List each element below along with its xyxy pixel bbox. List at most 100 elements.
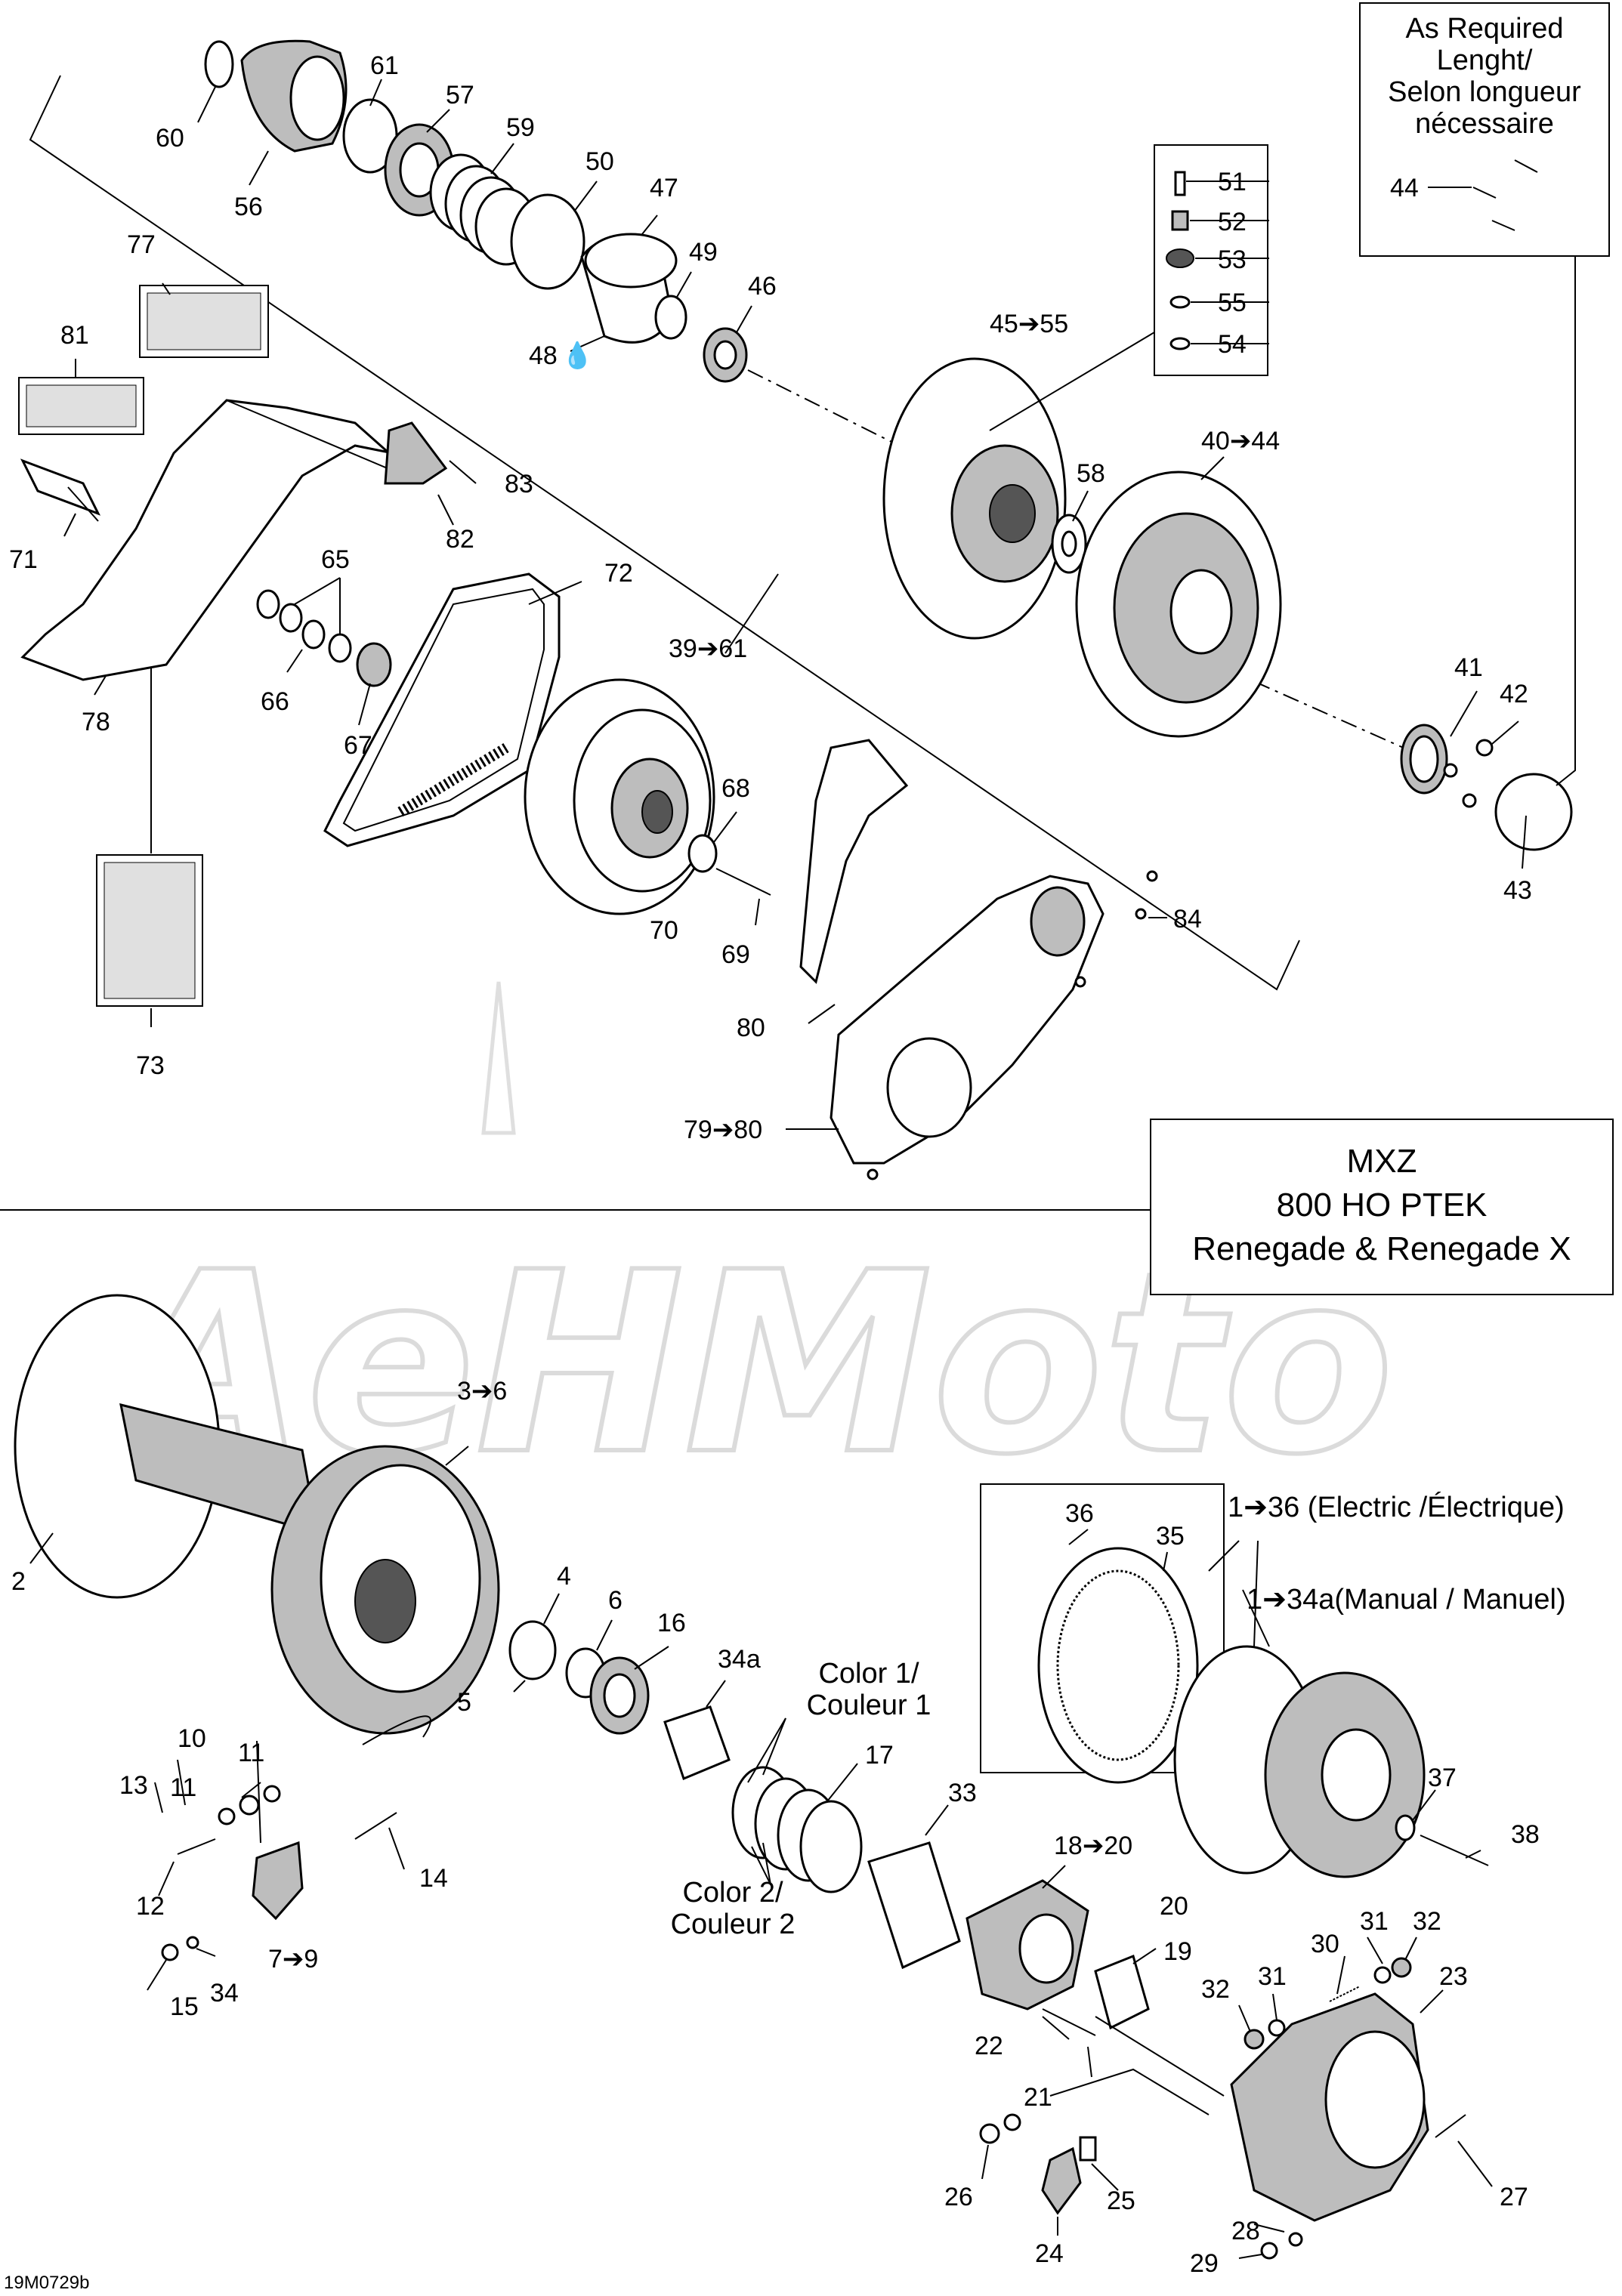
hardware-box-51-54 [1154,144,1268,376]
part-60-ring [204,40,234,88]
part-21-bolt [1042,2008,1096,2036]
label-84: 84 [1173,905,1202,934]
label-57: 57 [446,81,474,110]
part-82-bracket [384,421,448,485]
bolts-44 [1472,159,1538,231]
part-68-washer [687,834,718,873]
note-manual: 1➔34a(Manual / Manuel) [1247,1584,1566,1616]
label-56: 56 [234,193,263,221]
label-45-55: 45➔55 [990,310,1068,338]
label-50: 50 [585,147,614,176]
label-48-drop: 💧 [561,341,593,370]
length-note-line-4: nécessaire [1415,108,1554,140]
note-electric: 1➔36 (Electric /Électrique) [1228,1491,1565,1523]
part-17-spring [731,1766,863,1893]
part-42-nut [1475,739,1494,757]
length-note-line-3: Selon longueur [1388,76,1581,108]
model-line-2: 800 HO PTEK [1277,1187,1488,1224]
label-28: 28 [1231,2217,1260,2245]
label-27: 27 [1500,2183,1528,2211]
label-21: 21 [1024,2083,1052,2112]
label-73: 73 [136,1051,165,1080]
label-26: 26 [944,2183,973,2211]
part-27-bolt [1435,2114,1466,2138]
label-30: 30 [1311,1930,1339,1958]
leader-lines [29,79,1527,2259]
label-14: 14 [419,1864,448,1893]
label-35: 35 [1156,1522,1185,1551]
label-71: 71 [9,545,38,574]
part-14-pin [354,1812,397,1840]
part-50-ring [510,193,585,290]
part-78-belt-guard [20,399,425,681]
part-69-bolt [715,868,771,896]
label-61: 61 [370,51,399,80]
part-49-ring [654,295,687,340]
drawing-code: 19M0729b [4,2273,89,2293]
label-46: 46 [748,272,777,301]
part-26-screw [979,2123,1000,2144]
label-54: 54 [1218,330,1247,359]
label-31-a: 31 [1360,1907,1389,1936]
label-32-b: 32 [1201,1975,1230,2004]
label-19: 19 [1163,1937,1192,1966]
label-65: 65 [321,545,350,574]
label-11-a: 11 [238,1739,264,1767]
label-7-9: 7➔9 [268,1945,318,1974]
note-color-1-b: Couleur 1 [807,1690,931,1721]
label-37: 37 [1428,1764,1457,1792]
label-41: 41 [1454,653,1483,682]
part-12-pin [177,1838,216,1855]
label-58: 58 [1077,459,1105,488]
label-5: 5 [457,1688,471,1717]
part-71-spring [20,458,101,522]
part-4-bushing [508,1620,557,1680]
label-15: 15 [170,1992,199,2021]
part-67-washer [356,642,392,687]
part-29-nut [1260,2242,1278,2260]
label-10: 10 [178,1724,206,1753]
label-52: 52 [1218,208,1247,236]
label-17: 17 [865,1741,894,1770]
label-67: 67 [344,731,372,760]
part-25-pin [1079,2136,1097,2162]
label-42: 42 [1500,680,1528,708]
label-77: 77 [127,230,156,259]
label-32-a: 32 [1413,1907,1441,1936]
label-72: 72 [604,559,633,588]
length-note-line-2: Lenght/ [1437,45,1533,76]
label-29: 29 [1190,2249,1219,2278]
part-37-washer [1395,1814,1416,1841]
label-2: 2 [11,1567,26,1596]
part-38-bolt [1420,1835,1489,1866]
label-49: 49 [689,238,718,267]
label-24: 24 [1035,2239,1064,2268]
label-16: 16 [657,1609,686,1637]
lower-assembly [14,1119,1614,2260]
label-53: 53 [1218,245,1247,274]
model-line-1: MXZ [1347,1143,1417,1180]
label-60: 60 [156,124,184,153]
label-34: 34 [210,1979,239,2007]
model-box [1150,1119,1614,1295]
label-47: 47 [650,174,678,202]
hardware-51-54 [1166,171,1194,350]
label-38: 38 [1511,1820,1540,1849]
note-color-2-b: Couleur 2 [671,1909,796,1940]
part-19-bushing [1094,1954,1150,2030]
label-12: 12 [136,1892,165,1921]
upper-assembly [18,2,1610,1180]
part-30-spring [1329,1986,1361,2002]
note-color-1-a: Color 1/ [818,1658,919,1690]
label-25: 25 [1107,2186,1135,2215]
label-36: 36 [1065,1499,1094,1528]
label-55: 55 [1218,289,1247,317]
label-3-6: 3➔6 [457,1377,507,1406]
part-34a-bushing [663,1705,731,1781]
label-13: 13 [119,1771,148,1800]
part-13-screw [154,1782,163,1813]
label-18-20: 18➔20 [1054,1832,1132,1860]
part-labels: 60 61 57 59 56 50 47 49 46 48 💧 77 81 83… [4,13,1581,2293]
label-59: 59 [506,113,535,142]
